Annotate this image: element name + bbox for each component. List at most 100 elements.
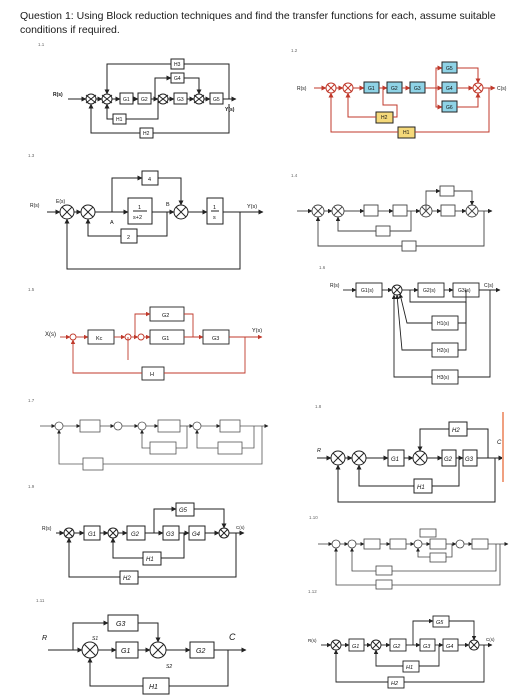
diagram-1-2: R(s) xyxy=(297,61,507,139)
d11-h2-text: H2 xyxy=(143,131,150,137)
d13-den-text: s+2 xyxy=(133,215,142,221)
label-1-1: 1.1 xyxy=(38,42,45,47)
diagram-1-4 xyxy=(297,185,493,252)
d11-h3-text: H3 xyxy=(174,62,181,68)
d15-g1-text: G1 xyxy=(162,336,169,342)
d16-h2-text: H2(s) xyxy=(437,348,450,354)
d16-g1-text: G1(s) xyxy=(361,288,374,294)
d13-num2-text: 1 xyxy=(213,205,216,211)
d11-g3-text: G3 xyxy=(177,97,184,103)
d16-g3-text: G3(s) xyxy=(458,288,471,294)
d110-block-7 xyxy=(375,565,393,576)
d19-input-label: R(s) xyxy=(42,526,52,532)
d18-input-label: R xyxy=(317,448,321,454)
d15-input-label: X(s) xyxy=(45,332,56,338)
d17-block-1 xyxy=(79,419,101,433)
d12-g4-text: G4 xyxy=(446,86,453,92)
d19-g1-text: G1 xyxy=(88,532,96,538)
d110-block-4 xyxy=(471,538,489,550)
d19-output-label: C(s) xyxy=(236,525,245,530)
d17-sum-3 xyxy=(137,421,147,431)
d12-h1-text: H1 xyxy=(403,130,410,136)
diagram-1-3: R(s) E(s) 4 xyxy=(30,170,264,270)
d110-sum-4 xyxy=(455,539,465,549)
d17-block-2 xyxy=(157,419,181,433)
d110-sum-3 xyxy=(413,539,423,549)
d15-sum-3 xyxy=(137,333,145,341)
d12-g2-text: G2 xyxy=(391,86,398,92)
d112-block-h1 xyxy=(402,660,420,673)
d18-g1-text: G1 xyxy=(391,457,399,463)
d112-g5-text: G5 xyxy=(436,620,444,626)
d112-h2-text: H2 xyxy=(391,681,398,687)
d111-s2-text: S2 xyxy=(166,664,172,670)
diagram-1-10 xyxy=(318,528,509,590)
d18-output-label: C xyxy=(497,440,502,446)
d19-h1-text: H1 xyxy=(146,557,154,563)
d16-output-label: C(s) xyxy=(484,283,494,289)
label-1-3: 1.3 xyxy=(28,153,35,158)
d112-block-h2 xyxy=(387,676,405,689)
d19-g3-text: G3 xyxy=(166,532,175,538)
d112-g4-text: G4 xyxy=(446,644,453,650)
d111-input-label: R xyxy=(42,635,47,642)
d17-block-4 xyxy=(149,441,177,455)
d11-g5-text: G5 xyxy=(213,97,220,103)
d11-g4-text: G4 xyxy=(174,76,181,82)
d11-g1-text: G1 xyxy=(123,97,130,103)
d14-block-3 xyxy=(440,204,456,217)
d112-g2-text: G2 xyxy=(393,644,400,650)
d15-kc-text: Kc xyxy=(96,336,103,342)
d110-block-8 xyxy=(375,579,393,590)
label-1-7: 1.7 xyxy=(28,398,35,403)
d13-block-integrator xyxy=(206,197,224,225)
d110-block-6 xyxy=(429,552,447,563)
d14-block-1 xyxy=(363,204,379,217)
d19-g2-text: G2 xyxy=(131,532,140,538)
label-1-12: 1.12 xyxy=(308,589,317,594)
d18-h2-text: H2 xyxy=(452,428,460,434)
d112-output-label: C(s) xyxy=(486,637,495,642)
label-1-5: 1.5 xyxy=(28,287,35,292)
d11-g2-text: G2 xyxy=(141,97,148,103)
d13-node-b: B xyxy=(166,202,170,208)
d110-block-2 xyxy=(389,538,407,550)
d112-g3-text: G3 xyxy=(423,644,431,650)
d18-g3-text: G3 xyxy=(465,457,474,463)
d110-block-3 xyxy=(429,538,447,550)
d15-h-text: H xyxy=(150,372,154,378)
d14-block-4 xyxy=(439,185,455,197)
d19-g5-text: G5 xyxy=(179,508,188,514)
label-1-6: 1.6 xyxy=(319,265,326,270)
d12-input-label: R(s) xyxy=(297,86,307,92)
d15-block-h xyxy=(141,366,165,381)
d12-h2-text: H2 xyxy=(381,115,388,121)
d11-h1-text: H1 xyxy=(116,117,123,123)
d16-input-label: R(s) xyxy=(330,283,340,289)
d17-block-6 xyxy=(82,457,104,471)
d110-block-5 xyxy=(419,528,437,538)
diagram-1-1: R(s) xyxy=(53,58,237,139)
d14-block-6 xyxy=(401,240,417,252)
d12-g1-text: G1 xyxy=(368,86,375,92)
d14-block-5 xyxy=(375,225,391,237)
d111-g1-text: G1 xyxy=(121,648,130,655)
label-1-8: 1.8 xyxy=(315,404,322,409)
d12-g3-text: G3 xyxy=(414,86,421,92)
d110-sum-1 xyxy=(331,539,341,549)
d111-s1-text: S1 xyxy=(92,636,98,642)
d11-output-label: Y(s) xyxy=(225,107,235,113)
diagram-1-9: R(s) xyxy=(42,502,245,585)
d12-g6-text: G6 xyxy=(446,105,453,111)
d16-h3-text: H3(s) xyxy=(437,375,450,381)
d15-g2-text: G2 xyxy=(162,313,169,319)
diagram-1-12: R(s) xyxy=(308,615,495,689)
d15-sum-1 xyxy=(69,333,77,341)
d13-k2-text: 2 xyxy=(127,235,130,241)
label-1-10: 1.10 xyxy=(309,515,318,520)
d17-block-3 xyxy=(219,419,241,433)
diagram-1-6: R(s) G1(s) G2(s) G3(s) H1(s) xyxy=(330,282,501,385)
label-1-4: 1.4 xyxy=(291,173,298,178)
d15-output-label: Y(s) xyxy=(252,328,262,334)
